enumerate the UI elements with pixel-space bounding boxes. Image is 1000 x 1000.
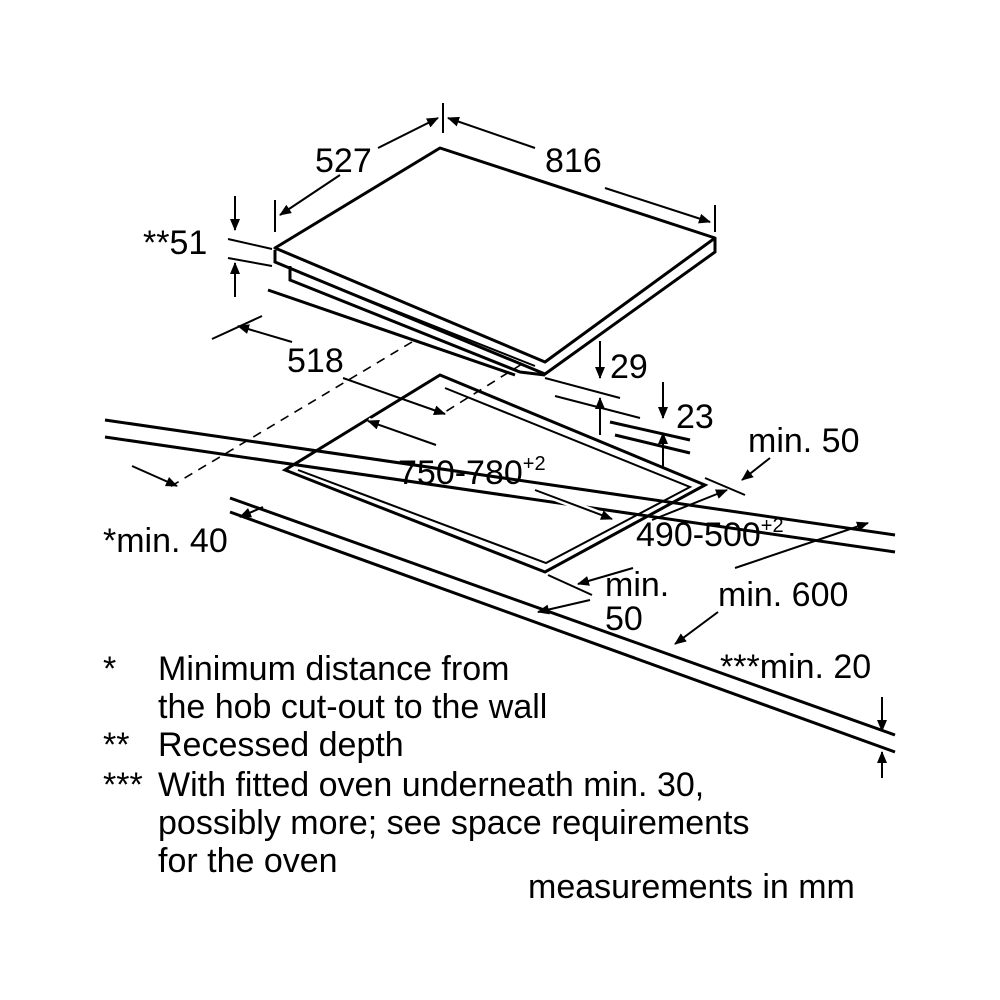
footnote-3-line-1: With fitted oven underneath min. 30, [158,766,704,804]
dimension-min600-arrow-top [734,521,869,569]
label-min-back: min. 50 [748,422,860,460]
label-cutout-depth: 490-500+2 [636,515,784,554]
label-min-front-line1: min. [605,566,669,604]
label-cutout-depth-value: 490-500 [636,516,761,554]
label-cutout-width-value: 750-780 [398,454,523,492]
label-base-depth: 518 [287,342,344,380]
dimension-23-ext-top [609,420,691,442]
footnote-marker-3: *** [103,766,143,804]
dimension-min50-back-arrow [741,457,771,481]
label-recessed-depth: **51 [143,224,207,262]
label-hob-depth: 527 [315,142,372,180]
hob-top-plate [273,146,717,364]
label-min-front-line2: 50 [605,600,643,638]
dimension-29-ext-top [544,377,621,399]
label-cutout-width-tolerance: +2 [523,453,546,475]
dimension-527-arrow-top [377,117,439,149]
dimension-29-ext-bottom [554,395,641,419]
label-cutout-width: 750-780+2 [398,453,546,492]
hob [267,146,717,377]
label-min-worktop: min. 600 [718,576,848,614]
dimension-min40-arrow-right [239,506,264,518]
footnote-3-line-3: for the oven [158,842,338,880]
cutout [281,373,709,574]
dimension-23-ext-bottom [614,433,691,455]
cutout-outline [281,373,709,574]
units-note: measurements in mm [528,868,855,906]
hob-base-front [288,266,546,377]
dimension-min40-arrow-left [131,465,178,487]
dimension-527-arrow-bottom [279,174,341,216]
cutout-inner-edge [297,387,693,565]
dimension-lines [131,103,887,778]
dimension-518-arrow-left [237,324,293,343]
dimension-750-780-arrow-left [367,419,437,446]
footnote-1-line-1: Minimum distance from [158,650,509,688]
dimension-min50-front-arrow [537,599,591,615]
footnote-marker-2: ** [103,726,129,764]
hob-base-bottom [267,288,516,377]
dimension-min600-arrow-bottom [674,611,719,645]
extension-line-490-bottom [547,574,593,596]
footnote-marker-1: * [103,650,116,688]
dimension-816-arrow-right [604,187,711,224]
label-cutout-depth-tolerance: +2 [761,515,784,537]
label-base-height: 29 [610,348,648,386]
dimension-labels: 527 816 **51 518 29 23 750-780+2 490-500… [103,142,871,686]
label-min-thickness: ***min. 20 [720,648,871,686]
label-min-wall: *min. 40 [103,522,228,560]
dimension-750-780-arrow-right [534,489,613,520]
hob-base-step [299,272,536,367]
dimension-490-500-arrow-bottom [577,567,634,586]
worktop-front-edge-top [229,496,896,737]
extension-line-518 [211,315,263,340]
dimension-490-500-arrow-top [651,489,728,521]
dimension-518-arrow-right [342,377,446,416]
dimension-51-ext-top [227,238,273,250]
footnote-3-line-2: possibly more; see space requirements [158,804,750,842]
footnote-1-line-2: the hob cut-out to the wall [158,688,547,726]
worktop-front-edge-bottom [229,510,896,754]
extension-line-490 [704,477,746,496]
dimension-51-ext-bottom [227,257,273,267]
dimension-816-arrow-left [447,116,536,149]
worktop [104,418,896,754]
footnote-2-line-1: Recessed depth [158,726,404,764]
label-hob-width: 816 [545,142,602,180]
footnotes: * Minimum distance from the hob cut-out … [103,650,855,906]
worktop-back-edge-top [104,418,896,537]
label-plate-gap: 23 [676,398,714,436]
worktop-back-edge-bottom [104,435,896,554]
